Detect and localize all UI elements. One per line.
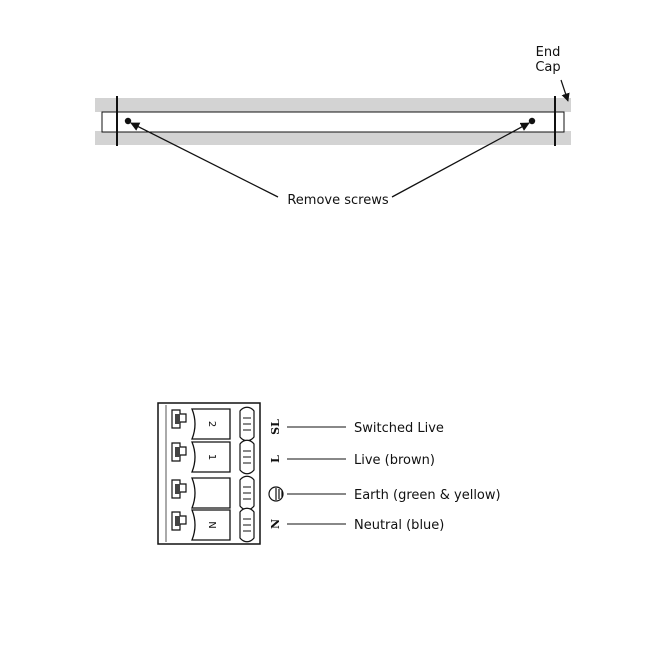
- end-cap-label-line2: Cap: [535, 60, 560, 75]
- wire-port-l: [240, 440, 254, 473]
- left-screw: [125, 118, 131, 124]
- end-cap-label-line1: End: [536, 45, 561, 60]
- terminal-code-sl: SL: [269, 419, 282, 435]
- fitting-diagram: End Cap Remove screws: [95, 45, 571, 208]
- terminal-code-l: L: [269, 455, 282, 463]
- slot-letter-n: N: [206, 521, 217, 528]
- remove-screws-label: Remove screws: [287, 193, 388, 208]
- wire-port-earth: [240, 476, 254, 509]
- wire-port-n: [240, 508, 254, 541]
- terminal-connector: 2 1 N: [158, 403, 260, 544]
- right-screw: [529, 118, 535, 124]
- terminal-label-earth: Earth (green & yellow): [354, 488, 501, 503]
- terminal-label-sl: Switched Live: [354, 421, 444, 436]
- wire-port-sl: [240, 407, 254, 440]
- end-cap-arrow: [561, 80, 568, 101]
- slot-number-l: 1: [206, 454, 217, 460]
- terminal-label-l: Live (brown): [354, 453, 435, 468]
- terminal-code-n: N: [269, 519, 282, 529]
- terminal-label-n: Neutral (blue): [354, 518, 444, 533]
- earth-symbol-icon: [269, 487, 283, 501]
- release-lever-earth: [192, 478, 230, 508]
- fitting-body-bottom-edge: [95, 131, 571, 145]
- fitting-cover: [102, 112, 564, 132]
- slot-number-sl: 2: [206, 421, 217, 427]
- fitting-body-top-edge: [95, 98, 571, 112]
